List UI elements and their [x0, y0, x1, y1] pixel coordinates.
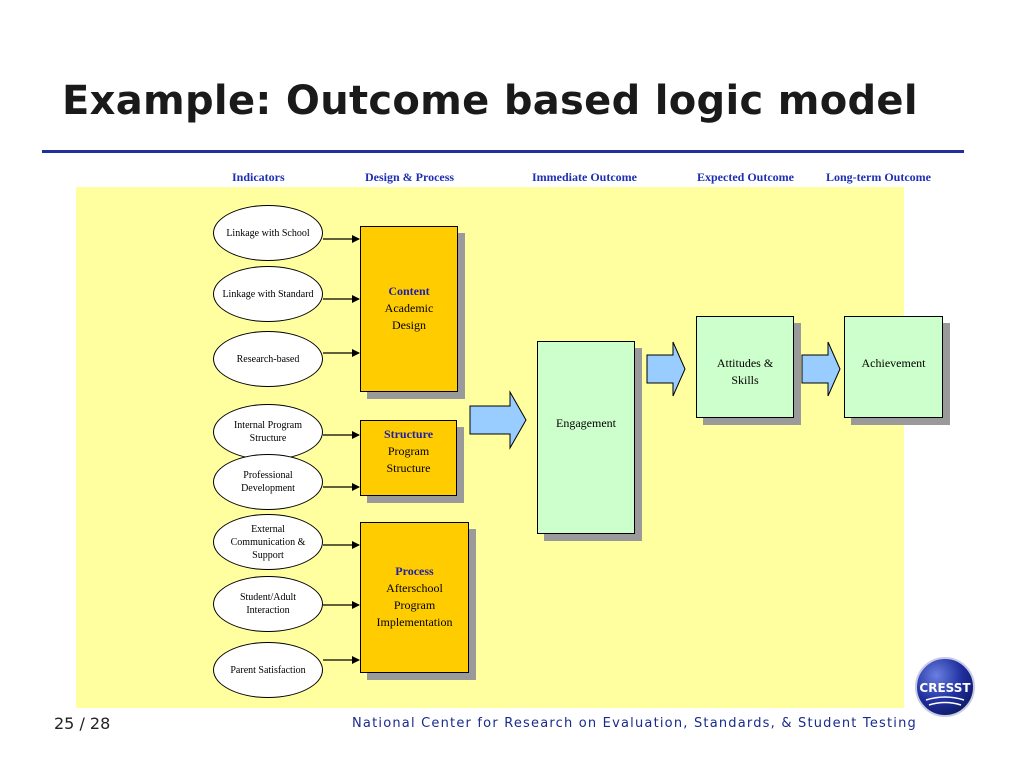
- column-header-immediate-outcome: Immediate Outcome: [532, 170, 637, 184]
- column-header-long-term-outcome: Long-term Outcome: [826, 170, 931, 184]
- indicator-external-communication-support: External Communication & Support: [213, 514, 323, 570]
- cresst-logo-icon: CRESST: [915, 657, 975, 717]
- design-content-keyword: Content: [388, 284, 430, 298]
- design-structure-line1: Program: [387, 444, 430, 458]
- block-arrow-attitudes-to-achievement: [801, 341, 841, 397]
- column-header-expected-outcome: Expected Outcome: [697, 170, 794, 184]
- indicator-internal-program-structure: Internal Program Structure: [213, 404, 323, 460]
- long-term-outcome-label: Achievement: [861, 356, 926, 370]
- column-header-design-process: Design & Process: [365, 170, 455, 184]
- indicator-student-adult-interaction: Student/Adult Interaction: [213, 576, 323, 632]
- slide-title: Example: Outcome based logic model: [62, 78, 918, 124]
- expected-outcome-box: Attitudes & Skills: [696, 316, 794, 418]
- design-process-line1: Afterschool: [386, 581, 443, 595]
- page-number: 25 / 28: [54, 714, 111, 733]
- column-header-indicators: Indicators: [232, 170, 285, 184]
- indicator-linkage-with-school: Linkage with School: [213, 205, 323, 261]
- design-structure-line2: Structure: [386, 461, 431, 475]
- immediate-outcome-label: Engagement: [556, 416, 616, 430]
- logo-text: CRESST: [919, 681, 971, 695]
- design-process-keyword: Process: [395, 564, 434, 578]
- diagram-background-panel: [76, 187, 904, 708]
- design-process-line3: Implementation: [376, 615, 453, 629]
- design-content-box: Content Academic Design: [360, 226, 458, 392]
- design-process-line2: Program: [393, 598, 436, 612]
- design-process-box: Process Afterschool Program Implementati…: [360, 522, 469, 673]
- expected-outcome-line2: Skills: [731, 373, 759, 387]
- expected-outcome-line1: Attitudes &: [716, 356, 774, 370]
- indicator-parent-satisfaction: Parent Satisfaction: [213, 642, 323, 698]
- design-structure-box: Structure Program Structure: [360, 420, 457, 496]
- long-term-outcome-box: Achievement: [844, 316, 943, 418]
- indicator-linkage-with-standard: Linkage with Standard: [213, 266, 323, 322]
- indicator-research-based: Research-based: [213, 331, 323, 387]
- design-structure-keyword: Structure: [383, 427, 434, 441]
- immediate-outcome-engagement-box: Engagement: [537, 341, 635, 534]
- footer-organization-name: National Center for Research on Evaluati…: [352, 716, 918, 731]
- design-content-line2: Design: [392, 318, 426, 332]
- block-arrow-engagement-to-attitudes: [646, 341, 686, 397]
- title-underline: [42, 150, 964, 153]
- block-arrow-design-to-engagement: [469, 390, 527, 450]
- design-content-line1: Academic: [384, 301, 434, 315]
- indicator-professional-development: Professional Development: [213, 454, 323, 510]
